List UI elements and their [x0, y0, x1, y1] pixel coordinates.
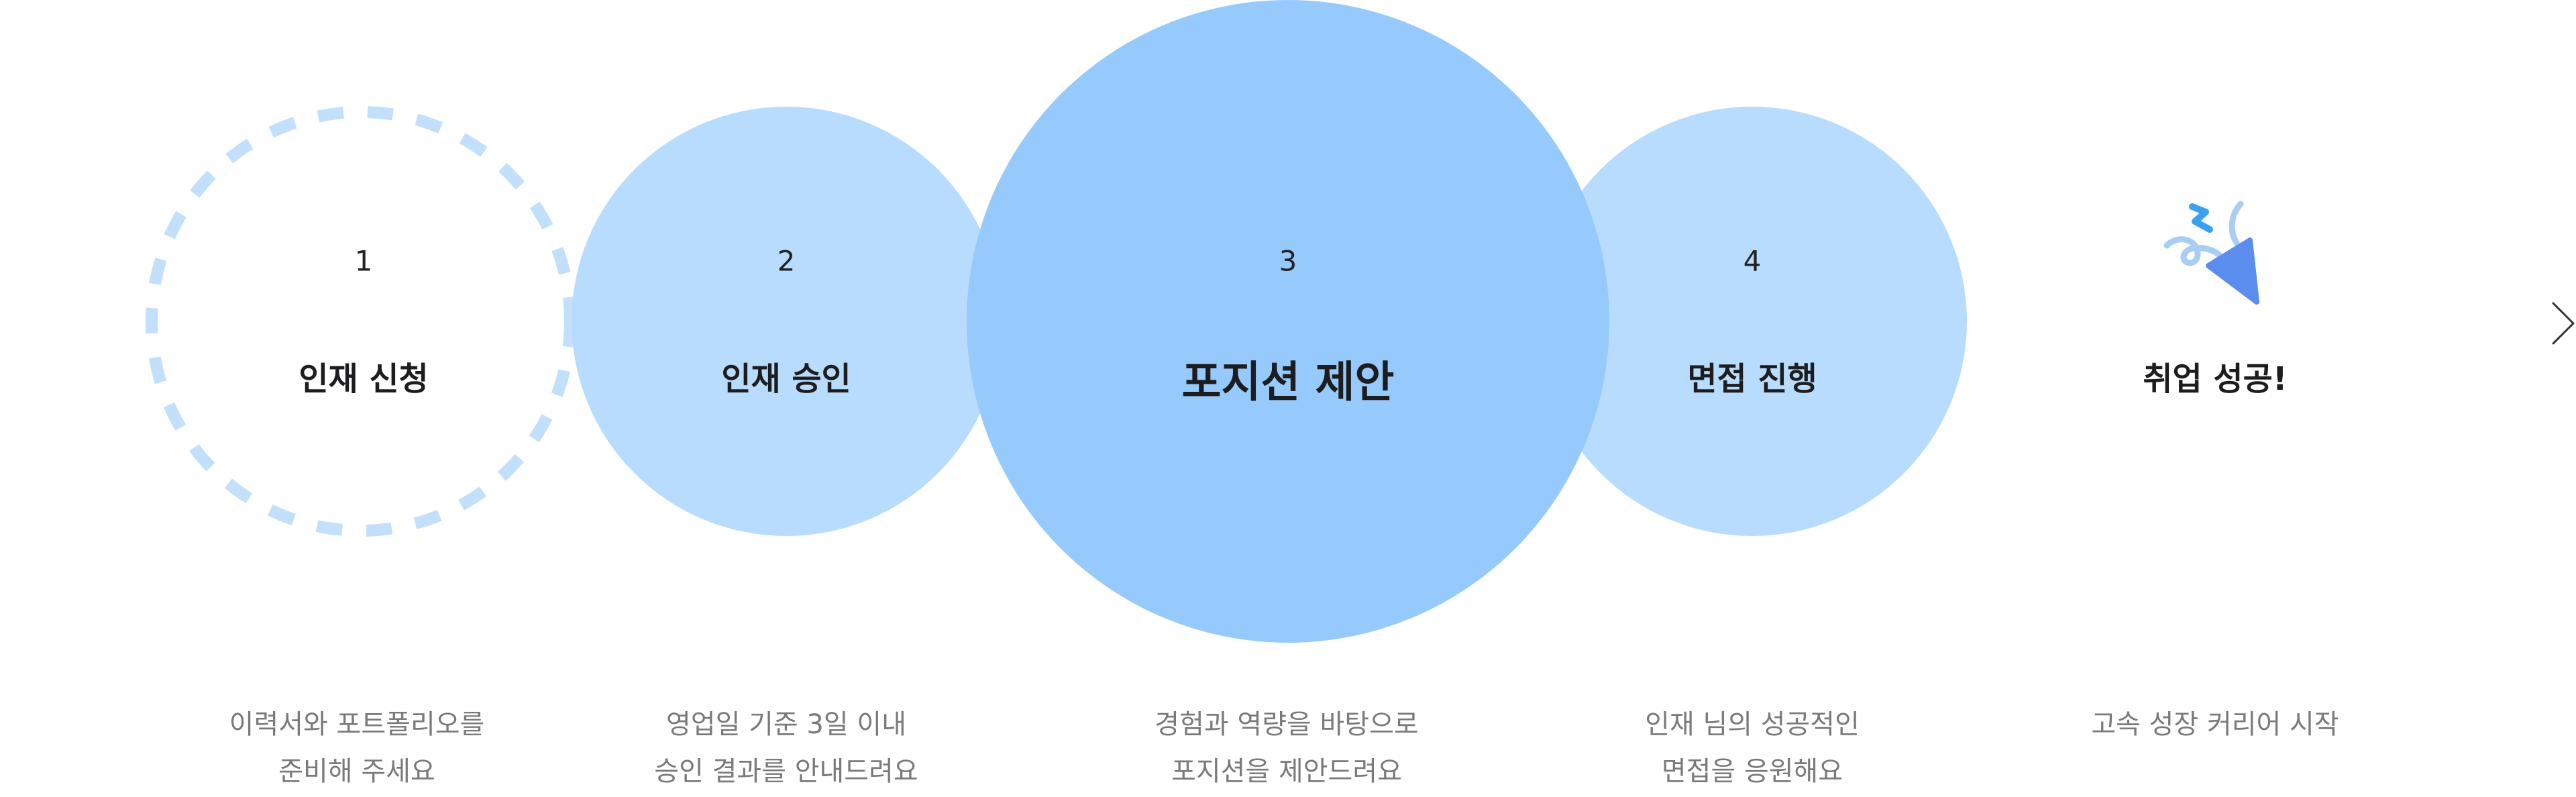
step-3-desc-line2: 포지션을 제안드려요	[1171, 756, 1402, 787]
step-3-title: 포지션 제안	[1182, 358, 1395, 408]
step-circles	[146, 0, 1967, 643]
step-3-number: 3	[1279, 245, 1297, 278]
step-5-title: 취업 성공!	[2143, 360, 2287, 398]
step-numbers: 1 2 3 4	[355, 245, 1762, 278]
popper-streamer-light-2	[2229, 201, 2244, 246]
step-4-circle	[1538, 107, 1967, 536]
step-2-number: 2	[777, 245, 796, 278]
step-4-number: 4	[1743, 245, 1762, 278]
step-2-title: 인재 승인	[721, 360, 851, 398]
step-4-desc-line2: 면접을 응원해요	[1662, 756, 1843, 787]
step-2-desc-line2: 승인 결과를 안내드려요	[654, 756, 918, 787]
step-4-desc-line1: 인재 님의 성공적인	[1645, 709, 1860, 740]
step-1-desc-line1: 이력서와 포트폴리오를	[229, 709, 485, 740]
step-descriptions: 이력서와 포트폴리오를 준비해 주세요 영업일 기준 3일 이내 승인 결과를 …	[229, 709, 2339, 787]
popper-streamer-light	[2163, 236, 2222, 266]
step-4-title: 면접 진행	[1687, 360, 1817, 398]
step-5-desc-line1: 고속 성장 커리어 시작	[2091, 709, 2339, 740]
step-3-desc-line1: 경험과 역량을 바탕으로	[1155, 709, 1418, 740]
step-1-title: 인재 신청	[299, 360, 428, 398]
party-popper-icon	[2163, 201, 2259, 305]
timeline-arrow	[0, 302, 2575, 345]
step-2-desc-line1: 영업일 기준 3일 이내	[666, 709, 906, 740]
popper-cone	[2206, 237, 2259, 305]
step-3-circle	[967, 0, 1609, 643]
arrowhead-icon	[2552, 302, 2575, 345]
step-1-circle	[146, 106, 576, 537]
step-1-desc-line2: 준비해 주세요	[278, 756, 435, 787]
popper-streamer-blue	[2189, 203, 2213, 233]
step-titles: 인재 신청 인재 승인 포지션 제안 면접 진행 취업 성공!	[299, 358, 2287, 408]
step-2-circle	[572, 107, 1001, 536]
step-1-number: 1	[355, 245, 373, 278]
